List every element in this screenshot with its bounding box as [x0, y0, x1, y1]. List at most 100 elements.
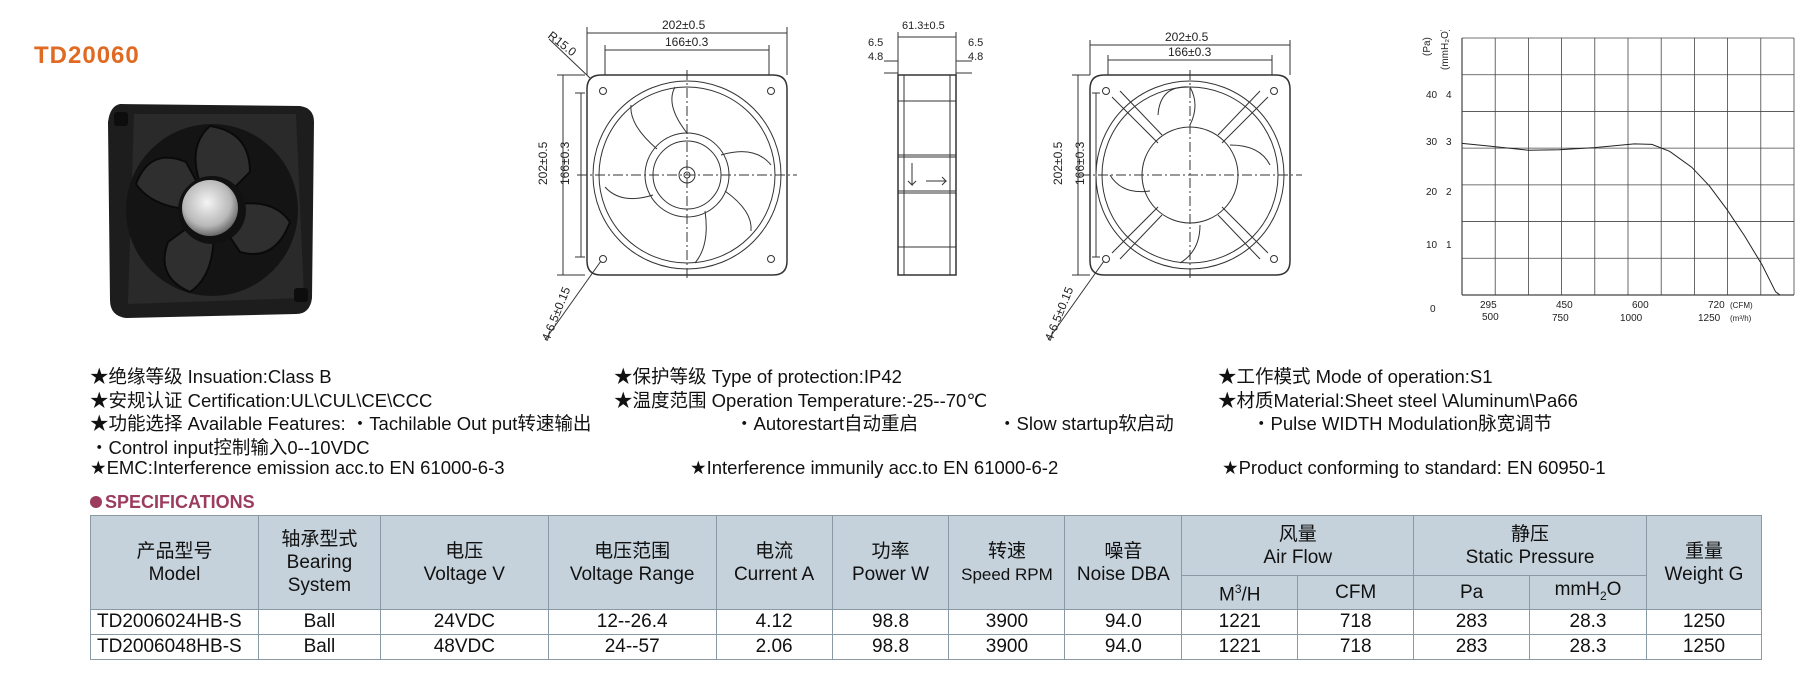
- side-flange-right-top: 6.5: [968, 37, 983, 49]
- y-tick-mm-3: 3: [1446, 137, 1452, 148]
- front-view-drawing: 202±0.5 166±0.3 202±0.5 166±0.3 R15.0 4-…: [536, 18, 797, 343]
- cell-pressure-pa: 283: [1413, 634, 1531, 660]
- cell-current: 2.06: [715, 634, 833, 660]
- cell-bearing: Ball: [257, 609, 381, 635]
- cell-bearing: Ball: [257, 634, 381, 660]
- cell-pressure-mmh2o: 28.3: [1529, 609, 1647, 635]
- cell-weight: 1250: [1645, 609, 1763, 635]
- cell-current: 4.12: [715, 609, 833, 635]
- y-tick-pa-40: 40: [1426, 90, 1438, 101]
- x-tick-cfm-600: 600: [1632, 300, 1649, 311]
- side-flange-left-bottom: 4.8: [868, 51, 883, 63]
- feature-pwm: ・Pulse WIDTH Modulation脉宽调节: [1252, 413, 1553, 434]
- x-tick-m3h-750: 750: [1552, 313, 1569, 324]
- cell-model: TD2006048HB-S: [90, 634, 259, 660]
- side-flange-left-top: 6.5: [868, 37, 883, 49]
- cell-pressure-mmh2o: 28.3: [1529, 634, 1647, 660]
- x-tick-cfm-450: 450: [1556, 300, 1573, 311]
- cell-speed: 3900: [948, 609, 1066, 635]
- x-tick-cfm-720: 720: [1708, 300, 1725, 311]
- cell-airflow-cfm: 718: [1297, 634, 1415, 660]
- feature-mode: ★工作模式 Mode of operation:S1: [1218, 366, 1493, 387]
- header-pa: Pa: [1413, 575, 1531, 610]
- header-m3h: M3/H: [1181, 575, 1299, 610]
- cell-speed: 3900: [948, 634, 1066, 660]
- y-tick-pa-30: 30: [1426, 137, 1438, 148]
- y-tick-pa-0: 0: [1430, 304, 1436, 315]
- front-width-outer: 202±0.5: [662, 18, 706, 32]
- x-tick-m3h-500: 500: [1482, 312, 1499, 323]
- cell-noise: 94.0: [1064, 634, 1183, 660]
- chart-y-unit-mm: (mmH₂O): [1440, 30, 1451, 70]
- cell-voltage: 48VDC: [379, 634, 549, 660]
- front-height-outer: 202±0.5: [536, 141, 550, 185]
- feature-insulation: ★绝缘等级 Insuation:Class B: [90, 366, 332, 387]
- cell-voltage: 24VDC: [379, 609, 549, 635]
- feature-temperature: ★温度范围 Operation Temperature:-25--70℃: [614, 390, 988, 411]
- feature-immunity: ★Interference immunily acc.to EN 61000-6…: [690, 457, 1059, 478]
- feature-autorestart: ・Autorestart自动重启: [735, 413, 918, 434]
- y-tick-mm-2: 2: [1446, 187, 1452, 198]
- header-cfm: CFM: [1297, 575, 1415, 610]
- x-tick-cfm-295: 295: [1480, 300, 1497, 311]
- x-tick-m3h-1250: 1250: [1698, 313, 1721, 324]
- table-row: TD2006048HB-S Ball 48VDC 24--57 2.06 98.…: [90, 634, 1763, 660]
- front-width-inner: 166±0.3: [665, 35, 709, 49]
- feature-standard: ★Product conforming to standard: EN 6095…: [1222, 457, 1606, 478]
- cell-airflow-cfm: 718: [1297, 609, 1415, 635]
- back-holes: 4-6.5±0.15: [1042, 284, 1077, 343]
- side-flange-right-bottom: 4.8: [968, 51, 983, 63]
- table-row: TD2006024HB-S Ball 24VDC 12--26.4 4.12 9…: [90, 609, 1763, 635]
- cell-voltage-range: 12--26.4: [547, 609, 717, 635]
- back-width-inner: 166±0.3: [1168, 45, 1212, 59]
- model-title: TD20060: [34, 42, 140, 69]
- cell-pressure-pa: 283: [1413, 609, 1531, 635]
- front-radius: R15.0: [545, 28, 579, 59]
- feature-available: ★功能选择 Available Features: ・Tachilable Ou…: [90, 413, 592, 434]
- chart-grid: [1461, 37, 1795, 296]
- specifications-heading: SPECIFICATIONS: [90, 492, 255, 513]
- y-tick-pa-10: 10: [1426, 240, 1438, 251]
- specifications-heading-text: SPECIFICATIONS: [105, 492, 255, 512]
- cell-power: 98.8: [831, 634, 950, 660]
- front-height-inner: 166±0.3: [558, 141, 572, 185]
- feature-material: ★材质Material:Sheet steel \Aluminum\Pa66: [1218, 390, 1578, 411]
- cell-noise: 94.0: [1064, 609, 1183, 635]
- back-height-inner: 166±0.3: [1073, 141, 1087, 185]
- pressure-flow-curve: [1461, 142, 1781, 296]
- feature-control-input: ・Control input控制输入0--10VDC: [90, 437, 370, 458]
- x-unit-m3h: (m³/h): [1730, 314, 1752, 323]
- fan-photo: [108, 104, 314, 318]
- side-depth: 61.3±0.5: [902, 20, 945, 32]
- performance-curve-chart: (Pa) (mmH₂O) 40 30 20 10 0 4 3 2 1 295 4…: [1422, 30, 1795, 324]
- feature-emc: ★EMC:Interference emission acc.to EN 610…: [90, 457, 505, 478]
- cell-weight: 1250: [1645, 634, 1763, 660]
- back-height-outer: 202±0.5: [1051, 141, 1065, 185]
- back-view-drawing: 202±0.5 166±0.3 202±0.5 166±0.3 4-6.5±0.…: [1042, 30, 1302, 343]
- front-holes: 4-6.5±0.15: [539, 284, 574, 343]
- header-mmh2o: mmH2O: [1529, 575, 1647, 610]
- side-view-drawing: 61.3±0.5 6.5 4.8 6.5 4.8: [868, 20, 983, 276]
- feature-certification: ★安规认证 Certification:UL\CUL\CE\CCC: [90, 390, 433, 411]
- y-tick-mm-1: 1: [1446, 240, 1452, 251]
- cell-power: 98.8: [831, 609, 950, 635]
- feature-slow-startup: ・Slow startup软启动: [998, 413, 1174, 434]
- y-tick-pa-20: 20: [1426, 187, 1438, 198]
- back-width-outer: 202±0.5: [1165, 30, 1209, 44]
- feature-protection: ★保护等级 Type of protection:IP42: [614, 366, 902, 387]
- y-tick-mm-4: 4: [1446, 90, 1452, 101]
- x-unit-cfm: (CFM): [1730, 301, 1753, 310]
- cell-airflow-m3h: 1221: [1181, 634, 1299, 660]
